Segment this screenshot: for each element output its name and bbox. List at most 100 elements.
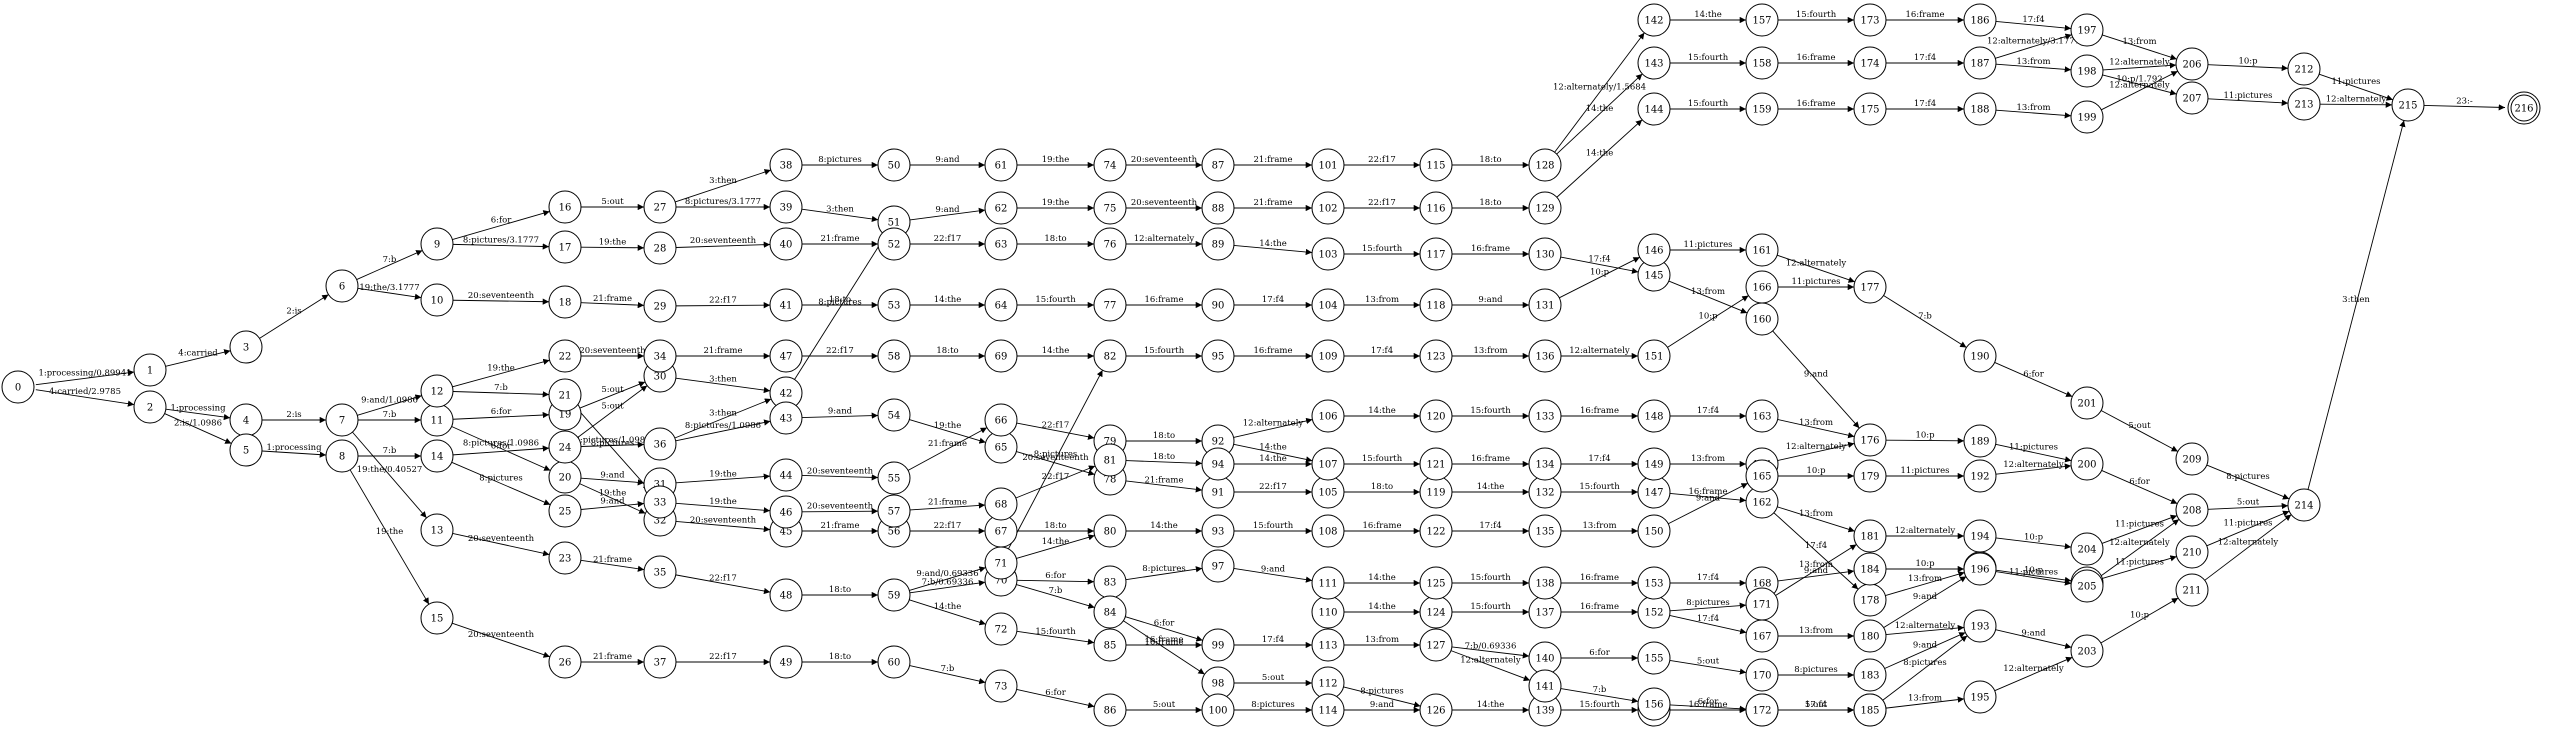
state-label: 161 <box>1752 246 1771 257</box>
edge-label-76-89: 12:alternately <box>1134 234 1195 244</box>
state-circle <box>548 285 582 319</box>
state-circle <box>548 541 582 575</box>
state-label: 170 <box>1752 671 1771 682</box>
state-node-206: 206 <box>2175 47 2209 81</box>
state-label: 18 <box>559 298 572 309</box>
state-label: 55 <box>888 474 901 485</box>
edge-12-22 <box>452 358 550 388</box>
edge-label-97-111: 9:and <box>1261 565 1286 575</box>
state-node-26: 26 <box>548 645 582 679</box>
state-circle <box>1419 693 1453 727</box>
state-circle <box>877 339 911 373</box>
state-node-21: 21 <box>548 378 582 412</box>
state-label: 95 <box>1212 352 1225 363</box>
edge-12-21 <box>452 391 550 398</box>
state-circle <box>1637 46 1671 80</box>
state-circle <box>1528 148 1562 182</box>
edge-9-16 <box>452 210 550 240</box>
state-circle <box>548 494 582 528</box>
state-node-40: 40 <box>769 227 803 261</box>
edge-164-176 <box>1777 441 1855 461</box>
state-node-204: 204 <box>2070 532 2104 566</box>
state-circle <box>133 390 167 424</box>
state-node-138: 138 <box>1528 566 1562 600</box>
edge-label-187-198: 13:from <box>2016 57 2050 67</box>
edge-label-207-213: 11:pictures <box>2224 91 2273 101</box>
state-node-64: 64 <box>984 288 1018 322</box>
edge-193-203 <box>1995 629 2072 649</box>
edge-label-165-179: 10:p <box>1806 466 1826 476</box>
state-circle <box>1528 399 1562 433</box>
state-circle <box>1853 519 1887 553</box>
state-label: 187 <box>1970 59 1989 70</box>
state-label: 80 <box>1104 527 1117 538</box>
state-label: 9 <box>434 240 440 251</box>
state-circle <box>1093 693 1127 727</box>
edge-130-145 <box>1560 256 1639 274</box>
edge-177-190 <box>1883 295 1967 348</box>
edge-210-214 <box>2206 510 2290 547</box>
state-node-35: 35 <box>643 555 677 589</box>
state-node-199: 199 <box>2070 100 2104 134</box>
edge-5-8 <box>261 450 327 458</box>
state-circle <box>2175 535 2209 569</box>
edge-145-160 <box>1668 280 1748 314</box>
state-label: 208 <box>2182 506 2201 517</box>
edge-39-51 <box>801 208 879 223</box>
state-circle <box>1093 227 1127 261</box>
state-label: 211 <box>2182 586 2201 597</box>
edge-23-35 <box>580 559 645 572</box>
state-node-171: 171 <box>1745 587 1779 621</box>
state-label: 172 <box>1752 706 1771 717</box>
state-node-194: 194 <box>1963 519 1997 553</box>
state-node-103: 103 <box>1311 237 1345 271</box>
edge-label-7-11: 7:b <box>383 410 397 420</box>
edge-label-49-60: 18:to <box>829 652 851 662</box>
state-label: 112 <box>1318 679 1337 690</box>
edge-label-178-191: 13:from <box>1908 574 1942 584</box>
edge-label-52-63: 22:f17 <box>934 234 962 244</box>
state-label: 100 <box>1208 706 1227 717</box>
edge-200-208 <box>2101 470 2178 504</box>
state-circle <box>1201 191 1235 225</box>
state-circle <box>1963 339 1997 373</box>
edge-70-83 <box>1016 578 1095 585</box>
state-circle <box>1093 148 1127 182</box>
state-label: 61 <box>995 161 1008 172</box>
edge-label-201-209: 5:out <box>2128 421 2151 431</box>
edge-7-13 <box>352 431 427 519</box>
state-circle <box>1093 514 1127 548</box>
edge-label-45-56: 21:frame <box>820 521 859 531</box>
state-label: 29 <box>654 302 667 313</box>
edge-label-192-200: 12:alternately <box>2003 460 2064 470</box>
state-circle <box>1745 46 1779 80</box>
edge-46-57 <box>801 508 879 515</box>
state-label: 214 <box>2294 501 2313 512</box>
edge-label-176-189: 10:p <box>1915 431 1935 441</box>
state-label: 150 <box>1644 527 1663 538</box>
state-label: 31 <box>654 480 667 491</box>
state-node-131: 131 <box>1528 288 1562 322</box>
state-label: 62 <box>995 204 1008 215</box>
edge-label-131-146: 10:p <box>1590 268 1610 278</box>
state-label: 83 <box>1104 578 1117 589</box>
edge-8-15 <box>349 469 430 605</box>
edge-label-54-65: 19:the <box>934 421 962 431</box>
state-label: 174 <box>1860 59 1879 70</box>
state-circle <box>877 461 911 495</box>
state-circle <box>1419 447 1453 481</box>
edge-label-0-1: 1:processing/0.89941 <box>38 368 131 378</box>
edge-201-209 <box>2100 410 2179 452</box>
state-label: 137 <box>1535 608 1554 619</box>
state-node-166: 166 <box>1745 270 1779 304</box>
state-circle <box>1201 693 1235 727</box>
edge-205-208 <box>2099 519 2180 577</box>
edge-42-51 <box>794 235 886 380</box>
edge-label-32-45: 20:seventeenth <box>690 516 757 526</box>
edge-196-205 <box>1995 571 2072 586</box>
state-circle <box>2287 488 2321 522</box>
edge-label-136-151: 12:alternately <box>1569 346 1630 356</box>
edge-label-3-6: 2:is <box>286 307 301 317</box>
edge-label-181-194: 12:alternately <box>1895 526 1956 536</box>
state-node-150: 150 <box>1637 514 1671 548</box>
